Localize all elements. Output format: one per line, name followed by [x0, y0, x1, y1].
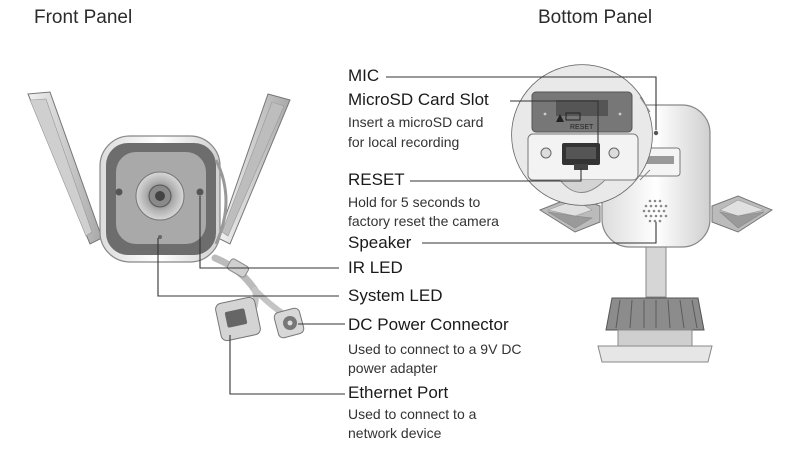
system-led	[158, 235, 162, 239]
callout-irled-label: IR LED	[348, 258, 403, 277]
right-ir-led	[196, 188, 204, 196]
callout-reset-label: RESET	[348, 170, 405, 189]
callout-dc-desc-2: power adapter	[348, 360, 438, 376]
bottom-panel-title: Bottom Panel	[538, 7, 653, 28]
leader-microsd	[510, 100, 599, 143]
callout-ethernet-desc-2: network device	[348, 425, 442, 441]
mic-hole	[653, 130, 659, 136]
speaker-grille	[642, 199, 668, 223]
right-antenna	[217, 93, 291, 245]
leader-speaker	[422, 222, 657, 244]
callout-microsd-desc-1: Insert a microSD card	[348, 114, 484, 130]
left-antenna	[27, 91, 103, 245]
callout-ethernet-desc-1: Used to connect to a	[348, 406, 477, 422]
zoom-inset: RESET	[511, 64, 653, 206]
zoom-reset-text: RESET	[570, 124, 594, 131]
right-antenna-side	[711, 195, 774, 233]
leader-ir-led	[199, 196, 339, 269]
dc-connector-illustration	[273, 307, 305, 339]
leader-system-led	[157, 238, 339, 297]
callout-dc-label: DC Power Connector	[348, 315, 509, 334]
reset-button	[574, 164, 588, 170]
front-panel-title: Front Panel	[34, 7, 133, 28]
callout-ethernet-label: Ethernet Port	[348, 383, 449, 402]
mount-stem	[645, 246, 667, 298]
callout-microsd-label: MicroSD Card Slot	[348, 90, 489, 109]
callout-reset-desc-1: Hold for 5 seconds to	[348, 194, 481, 210]
leader-lines	[157, 76, 657, 395]
leader-ethernet	[229, 335, 345, 395]
callout-mic-label: MIC	[348, 66, 380, 85]
bottom-camera: RESET	[511, 64, 774, 363]
callout-speaker-label: Speaker	[348, 233, 412, 252]
callout-reset-desc-2: factory reset the camera	[348, 213, 499, 229]
mount-collar	[605, 297, 705, 331]
leader-mic	[386, 76, 657, 130]
left-ir-led	[115, 188, 123, 196]
leader-reset	[410, 168, 582, 182]
callout-sysled-label: System LED	[348, 286, 443, 305]
mount-base	[597, 345, 713, 363]
ethernet-port-illustration	[215, 296, 261, 342]
callout-dc-desc-1: Used to connect to a 9V DC	[348, 341, 522, 357]
callout-microsd-desc-2: for local recording	[348, 134, 460, 150]
front-camera	[27, 91, 305, 342]
